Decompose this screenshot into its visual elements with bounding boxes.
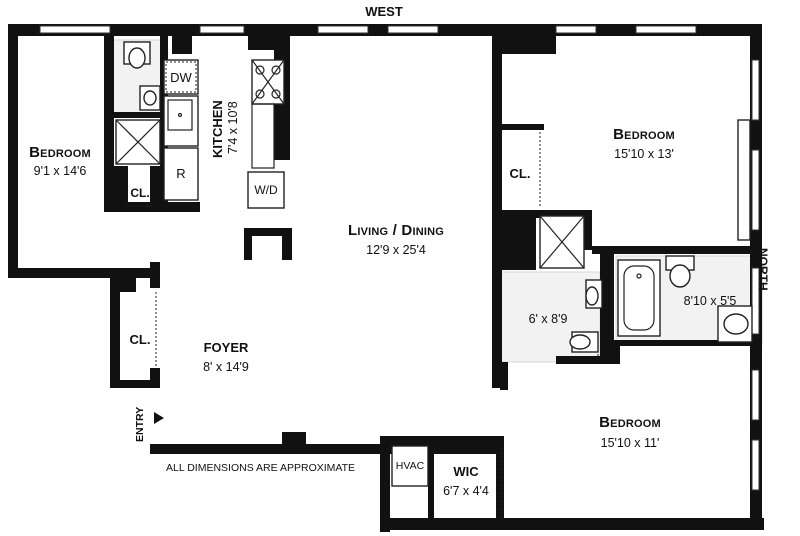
entry-arrow-icon bbox=[154, 412, 164, 424]
bath-right-fixtures bbox=[539, 132, 753, 360]
bedroom-bottom-right-dims: 15'10 x 11' bbox=[600, 436, 660, 450]
bedroom-left-dims: 9'1 x 14'6 bbox=[33, 164, 87, 178]
bedroom-top-right-name: Bedroom bbox=[613, 126, 675, 143]
foyer-name: FOYER bbox=[203, 340, 249, 355]
bath-left-dims: 6' x 8'9 bbox=[528, 312, 568, 326]
wic-dims: 6'7 x 4'4 bbox=[443, 484, 489, 498]
compass-west-label: WEST bbox=[365, 4, 403, 19]
closet-left-label: CL. bbox=[130, 186, 150, 200]
wic-name: WIC bbox=[453, 464, 479, 479]
bedroom-left-name: Bedroom bbox=[29, 144, 91, 161]
foyer-details bbox=[110, 278, 503, 518]
interior-walls bbox=[104, 36, 760, 518]
bath-left-fixtures bbox=[115, 41, 161, 207]
hvac-label: HVAC bbox=[395, 460, 425, 472]
windows bbox=[39, 25, 760, 491]
compass-north-label: NORTH bbox=[756, 248, 770, 291]
kitchen-dims: 7'4 x 10'8 bbox=[226, 101, 240, 154]
bedroom-top-right-dims: 15'10 x 13' bbox=[614, 147, 674, 161]
closet-foyer-label: CL. bbox=[129, 332, 151, 347]
approximate-dimensions-note: ALL DIMENSIONS ARE APPROXIMATE bbox=[166, 462, 356, 474]
dishwasher-label: DW bbox=[170, 70, 192, 85]
fridge-label: R bbox=[176, 166, 186, 181]
foyer-dims: 8' x 14'9 bbox=[203, 360, 249, 374]
kitchen-fixtures bbox=[163, 59, 285, 209]
washer-dryer-label: W/D bbox=[254, 183, 278, 197]
living-dining-dims: 12'9 x 25'4 bbox=[366, 243, 426, 257]
kitchen-name: KITCHEN bbox=[210, 100, 225, 158]
closet-top-right-label: CL. bbox=[509, 166, 531, 181]
entry-label: ENTRY bbox=[134, 406, 146, 442]
bedroom-bottom-right-name: Bedroom bbox=[599, 414, 661, 431]
living-dining-name: Living / Dining bbox=[347, 222, 445, 239]
bath-right-dims: 8'10 x 5'5 bbox=[683, 294, 737, 308]
bath-tile-floors bbox=[111, 39, 763, 363]
